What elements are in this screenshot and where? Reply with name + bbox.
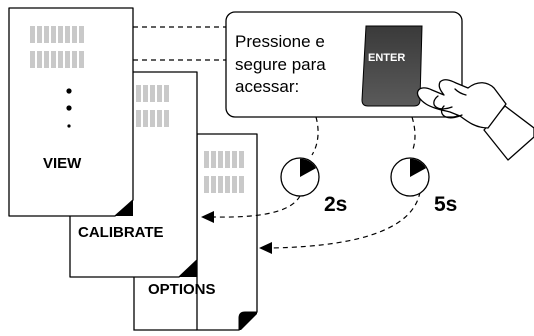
hand-knuckle (454, 88, 467, 96)
enter-key-cap[interactable] (361, 25, 423, 107)
calibrate-page-corner (179, 260, 197, 277)
calibrate-label: CALIBRATE (78, 224, 164, 241)
calibrate-placeholder-lines (136, 85, 169, 127)
pointing-hand-icon (416, 79, 534, 161)
view-placeholder-lines (30, 26, 84, 68)
options-placeholder-lines (204, 151, 244, 193)
options-page-corner (239, 312, 257, 330)
arrowhead-options (259, 242, 272, 254)
timer-2s-wedge (300, 158, 317, 177)
timer-5s-wedge (410, 158, 427, 177)
enter-key[interactable]: ENTER (361, 25, 423, 107)
view-page: VIEW (8, 7, 134, 217)
options-page: OPTIONS (133, 133, 258, 331)
view-page-sheet (8, 7, 134, 217)
instruction-line-1: Pressione e (235, 32, 325, 51)
instruction-line-2: segure para (235, 55, 326, 74)
arrow-to-options (271, 191, 421, 249)
connector-lines (133, 26, 226, 61)
hold-arrows (213, 116, 421, 249)
timer-2s-label: 2s (324, 193, 347, 216)
instruction-line-3: acessar: (235, 77, 299, 96)
hand-finger-fold-2 (440, 105, 463, 119)
view-ellipsis-dots (66, 88, 72, 128)
timer-2s: 2s (280, 157, 347, 216)
arrowhead-calibrate (201, 211, 214, 223)
timer-5s-label: 5s (434, 193, 457, 216)
options-label: OPTIONS (148, 281, 216, 298)
enter-key-label: ENTER (368, 52, 405, 64)
arrow-to-calibrate (213, 195, 301, 218)
timer-5s: 5s (390, 157, 457, 216)
options-page-edge (133, 262, 197, 331)
view-label: VIEW (43, 155, 82, 172)
hand-finger-fold-1 (433, 95, 453, 110)
arrow-5s-lead (411, 116, 416, 153)
hand-palm (416, 79, 507, 129)
view-page-corner (115, 200, 133, 216)
arrow-2s-lead (311, 116, 319, 156)
